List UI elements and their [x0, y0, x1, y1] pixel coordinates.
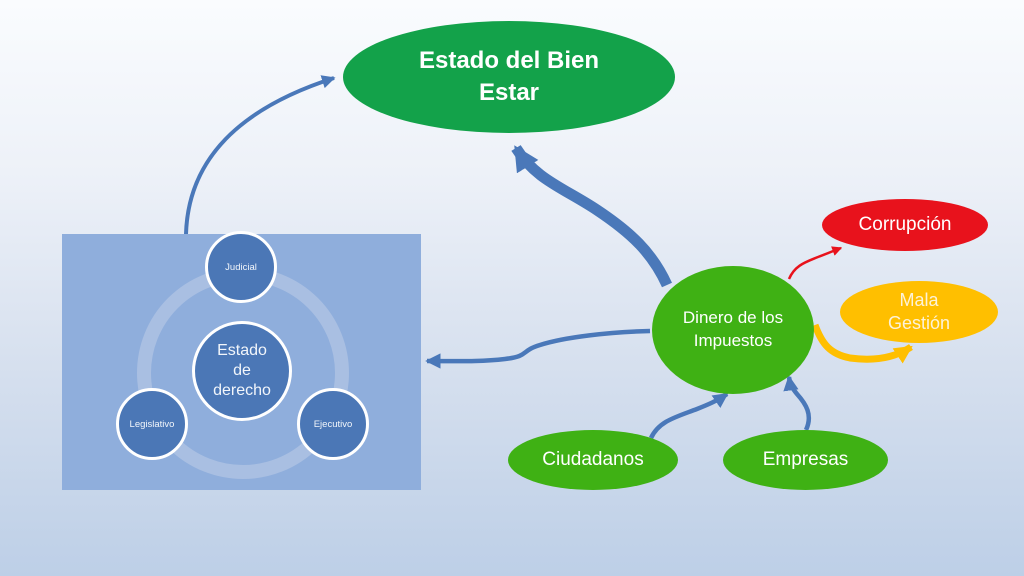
node-mismanagement: Mala Gestión: [840, 281, 998, 343]
arrow-citizens-to-tax: [648, 392, 729, 440]
arrow-tax-to-panel: [425, 328, 651, 369]
node-companies: Empresas: [723, 430, 888, 490]
arrow-tax-to-mismanagement: [811, 323, 913, 364]
node-corruption-label: Corrupción: [858, 214, 952, 235]
node-companies-label: Empresas: [762, 449, 849, 470]
arrow-tax-to-welfare: [511, 144, 673, 288]
node-citizens: Ciudadanos: [508, 430, 678, 490]
node-ejecutivo: Ejecutivo: [297, 388, 369, 460]
node-legislativo: Legislativo: [116, 388, 188, 460]
node-judicial: Judicial: [205, 231, 277, 303]
arrow-tax-to-corruption: [787, 246, 843, 280]
node-corruption: Corrupción: [822, 199, 988, 251]
node-ejecutivo-label: Ejecutivo: [313, 418, 353, 430]
node-rule-of-law-label: Estado de derecho: [213, 342, 271, 399]
node-welfare-state-label: Estado del Bien Estar: [418, 47, 600, 106]
node-citizens-label: Ciudadanos: [542, 449, 644, 470]
node-rule-of-law: Estado de derecho: [192, 321, 292, 421]
node-mismanagement-label: Mala Gestión: [887, 289, 951, 333]
arrow-companies-to-tax: [783, 375, 812, 431]
arrow-panel-to-welfare: [184, 75, 336, 235]
node-tax-money-label: Dinero de los Impuestos: [682, 308, 784, 350]
node-judicial-label: Judicial: [225, 261, 257, 273]
node-legislativo-label: Legislativo: [129, 418, 175, 430]
node-tax-money: Dinero de los Impuestos: [652, 266, 814, 394]
node-welfare-state: Estado del Bien Estar: [343, 21, 675, 133]
rule-of-law-panel: Judicial Legislativo Ejecutivo Estado de…: [62, 231, 421, 490]
